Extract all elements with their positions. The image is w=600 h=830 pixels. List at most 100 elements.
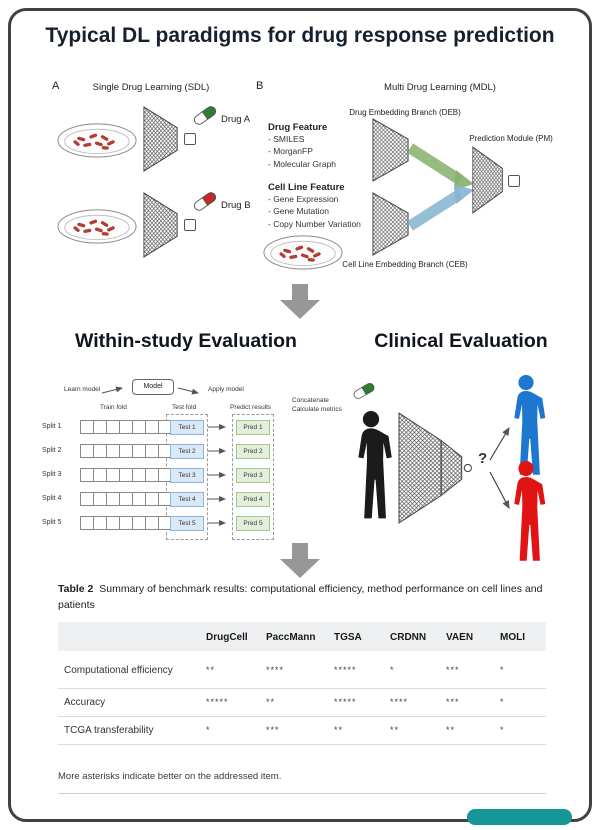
neural-network-icon <box>143 192 179 258</box>
question-mark: ? <box>478 450 488 467</box>
table-caption-text: Summary of benchmark results: computatio… <box>58 583 543 612</box>
learn-model-arrow <box>101 386 123 394</box>
rating-cell: *** <box>260 717 328 745</box>
rating-cell: * <box>494 651 546 689</box>
split-label: Split 2 <box>42 447 62 454</box>
test-box: Test 3 <box>170 468 204 483</box>
prediction-module-network-icon <box>472 146 504 214</box>
pred-box: Pred 5 <box>236 516 270 531</box>
cell-line-feature-block: Cell Line Feature - Gene Expression - Ge… <box>268 182 361 230</box>
down-arrow-icon <box>280 543 320 578</box>
drug-a-label: Drug A <box>221 114 251 125</box>
col-header-empty <box>58 622 200 651</box>
table-footnote: More asterisks indicate better on the ad… <box>58 762 546 794</box>
col-header: PaccMann <box>260 622 328 651</box>
train-fold-row <box>80 516 172 530</box>
predict-arrow <box>208 448 226 454</box>
drug-b-pill-icon <box>191 190 219 214</box>
rating-cell: * <box>494 689 546 717</box>
predict-results-label: Predict results <box>230 404 272 411</box>
col-header: MOLI <box>494 622 546 651</box>
rating-cell: **** <box>260 651 328 689</box>
drug-feature-block: Drug Feature - SMILES - MorganFP - Molec… <box>268 122 336 170</box>
test-box: Test 2 <box>170 444 204 459</box>
drug-embedding-network-icon <box>372 118 410 182</box>
rating-cell: * <box>384 651 440 689</box>
rating-cell: *** <box>440 651 494 689</box>
table-label: Table 2 <box>58 583 94 595</box>
figure-title: Typical DL paradigms for drug response p… <box>45 24 555 47</box>
rating-cell: * <box>494 717 546 745</box>
pred-box: Pred 4 <box>236 492 270 507</box>
train-fold-label: Train fold <box>100 404 127 411</box>
pred-column-outline <box>232 414 274 540</box>
col-header: DrugCell <box>200 622 260 651</box>
petri-dish-icon <box>262 232 344 273</box>
rating-cell: *** <box>440 689 494 717</box>
panel-a-label: A <box>52 80 60 92</box>
output-node <box>184 133 196 145</box>
table-caption: Table 2 Summary of benchmark results: co… <box>58 581 546 614</box>
output-node <box>508 175 520 187</box>
train-fold-row <box>80 492 172 506</box>
calculate-metrics-label: Calculate metrics <box>292 406 342 413</box>
drug-a-pill-icon <box>191 104 219 128</box>
cell-line-feature-item: - Copy Number Variation <box>268 218 361 229</box>
rating-cell: ***** <box>328 689 384 717</box>
test-fold-label: Test fold <box>172 404 197 411</box>
predict-arrow <box>208 520 226 526</box>
rating-cell: ** <box>384 717 440 745</box>
drug-feature-title: Drug Feature <box>268 122 328 133</box>
row-label: Computational efficiency <box>58 651 200 689</box>
pred-box: Pred 1 <box>236 420 270 435</box>
cell-embedding-network-icon <box>372 192 410 256</box>
petri-dish-icon <box>56 120 138 161</box>
train-fold-row <box>80 444 172 458</box>
pred-box: Pred 2 <box>236 444 270 459</box>
rating-cell: ** <box>440 717 494 745</box>
test-box: Test 4 <box>170 492 204 507</box>
rating-cell: ***** <box>200 689 260 717</box>
within-study-title: Within-study Evaluation <box>75 330 297 352</box>
petri-dish-icon <box>56 206 138 247</box>
model-box: Model <box>132 379 174 395</box>
cell-line-feature-item: - Gene Expression <box>268 194 339 204</box>
panel-a-title: Single Drug Learning (SDL) <box>92 82 210 93</box>
split-label: Split 1 <box>42 423 62 430</box>
neural-network-icon <box>143 106 179 172</box>
row-label: TCGA transferability <box>58 717 200 745</box>
panel-b-label: B <box>256 80 264 92</box>
drug-feature-item: - Molecular Graph <box>268 158 337 169</box>
split-label: Split 3 <box>42 471 62 478</box>
pred-box: Pred 3 <box>236 468 270 483</box>
test-box: Test 1 <box>170 420 204 435</box>
benchmark-table: DrugCell PaccMann TGSA CRDNN VAEN MOLI C… <box>58 622 546 745</box>
deep-network-icon <box>398 412 474 524</box>
apply-model-arrow <box>177 387 199 395</box>
split-label: Split 4 <box>42 495 62 502</box>
rating-cell: ***** <box>328 651 384 689</box>
rating-cell: ** <box>200 651 260 689</box>
col-header: TGSA <box>328 622 384 651</box>
down-arrow-icon <box>280 284 320 319</box>
row-label: Accuracy <box>58 689 200 717</box>
branch-arrows <box>408 143 474 231</box>
rating-cell: * <box>200 717 260 745</box>
pm-label: Prediction Module (PM) <box>469 134 553 143</box>
clinical-title: Clinical Evaluation <box>374 330 548 352</box>
non-responder-patient-icon <box>506 460 546 564</box>
drug-b-label: Drug B <box>221 200 251 211</box>
predict-arrow <box>208 424 226 430</box>
patient-silhouette-icon <box>350 410 392 522</box>
ceb-label: Cell Line Embedding Branch (CEB) <box>342 260 468 269</box>
cell-line-feature-title: Cell Line Feature <box>268 182 345 193</box>
outcome-arrows <box>489 426 510 510</box>
rating-cell: ** <box>260 689 328 717</box>
split-label: Split 5 <box>42 519 62 526</box>
drug-feature-item: - SMILES <box>268 134 305 144</box>
rating-cell: **** <box>384 689 440 717</box>
rating-cell: ** <box>328 717 384 745</box>
col-header: VAEN <box>440 622 494 651</box>
teal-corner-accent <box>467 809 572 825</box>
